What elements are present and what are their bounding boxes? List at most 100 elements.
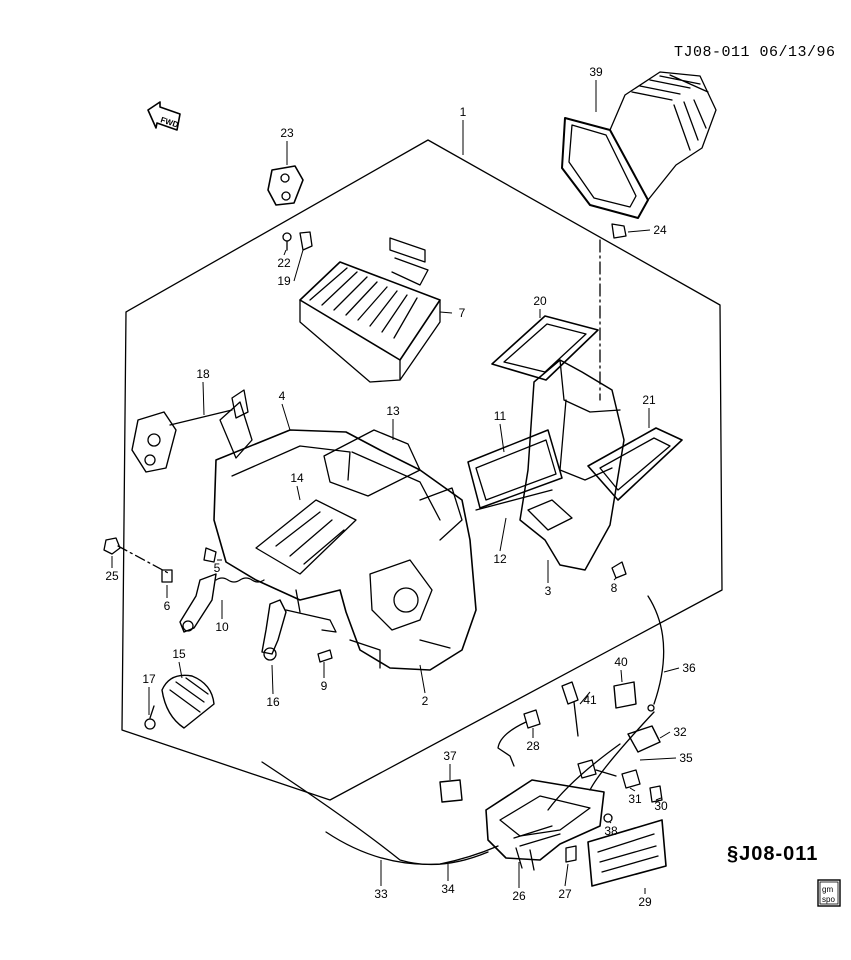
cable-33-icon	[261, 761, 489, 866]
actuator-18-icon	[131, 389, 253, 473]
callout-9: 9	[321, 679, 328, 693]
pin-9-icon	[317, 649, 333, 663]
callout-11: 11	[494, 409, 507, 423]
cable-36-icon	[647, 595, 665, 712]
leader-line-8	[613, 577, 617, 581]
leader-line-14	[296, 485, 301, 501]
cable-34-icon	[325, 831, 499, 866]
section-code: J08-011	[739, 843, 819, 865]
control-panel-29-icon	[587, 819, 667, 887]
callout-14: 14	[290, 471, 304, 485]
leader-line-36	[663, 667, 680, 673]
callout-23: 23	[280, 126, 294, 140]
section-code-symbol-icon: §	[727, 843, 740, 865]
bracket-37-icon	[439, 779, 463, 803]
callout-22: 22	[277, 256, 291, 270]
callout-13: 13	[386, 404, 400, 418]
callout-8: 8	[611, 581, 618, 595]
callout-26: 26	[512, 889, 526, 903]
callout-41: 41	[583, 693, 597, 707]
callout-21: 21	[642, 393, 656, 407]
svg-text:gm: gm	[822, 885, 833, 894]
nut-25-icon	[103, 537, 121, 555]
callout-31: 31	[628, 792, 642, 806]
callout-34: 34	[441, 882, 455, 896]
callout-30: 30	[654, 799, 668, 813]
callout-25: 25	[105, 569, 119, 583]
control-assembly-26-icon	[485, 779, 605, 871]
lever-16-icon	[261, 589, 337, 661]
callout-3: 3	[545, 584, 552, 598]
leader-line-2	[419, 664, 426, 694]
drawing-reference: TJ08-011 06/13/96	[674, 44, 836, 61]
callout-33: 33	[374, 887, 388, 901]
leader-line-24	[627, 229, 651, 233]
heater-core-7-icon	[299, 237, 441, 383]
callout-35: 35	[679, 751, 693, 765]
svg-text:spo: spo	[822, 895, 835, 904]
callout-28: 28	[526, 739, 540, 753]
screw-17-icon	[144, 705, 156, 730]
bulb-31-icon	[621, 769, 641, 789]
leader-line-27	[564, 863, 569, 887]
clip-19-icon	[299, 231, 313, 251]
leader-line-30	[655, 797, 662, 801]
leader-line-18	[202, 381, 205, 416]
socket-30-icon	[649, 785, 663, 803]
leader-line-31	[629, 787, 636, 792]
callout-1: 1	[460, 105, 467, 119]
knob-27-icon	[565, 845, 577, 863]
assembly-boundary	[121, 139, 723, 801]
callout-36: 36	[682, 661, 696, 675]
leader-line-12	[499, 517, 507, 552]
grommet-23-icon	[267, 165, 304, 206]
callout-19: 19	[277, 274, 291, 288]
leader-line-16	[271, 664, 274, 695]
callout-40: 40	[614, 655, 628, 669]
leader-line-19	[293, 249, 304, 282]
leader-line-40	[620, 669, 623, 683]
callout-16: 16	[266, 695, 280, 709]
gasket-20-icon	[491, 315, 599, 381]
bolt-24-icon	[611, 223, 627, 239]
connector-35-icon	[577, 759, 617, 779]
leader-line-41	[579, 691, 591, 705]
callout-20: 20	[533, 294, 547, 308]
callout-24: 24	[653, 223, 667, 237]
callout-10: 10	[215, 620, 229, 634]
callout-12: 12	[493, 552, 507, 566]
duct-39-icon	[561, 71, 717, 219]
callout-5: 5	[214, 561, 221, 575]
fwd-arrow-icon	[147, 101, 181, 131]
leader-line-32	[659, 731, 671, 739]
screw-38-icon	[603, 813, 613, 823]
callout-4: 4	[279, 389, 286, 403]
leader-line-7	[439, 311, 453, 314]
screw-22-icon	[282, 232, 292, 251]
harness-28-icon	[497, 709, 541, 767]
callout-2: 2	[422, 694, 429, 708]
clip-6-icon	[161, 569, 173, 583]
connector-40-icon	[613, 681, 637, 709]
callout-18: 18	[196, 367, 210, 381]
filter-21-icon	[587, 427, 683, 501]
leader-line-35	[639, 757, 677, 761]
heater-unit-2-icon	[213, 429, 477, 671]
leader-line-11	[499, 423, 505, 453]
callout-37: 37	[443, 749, 457, 763]
callout-6: 6	[164, 599, 171, 613]
callout-39: 39	[589, 65, 603, 79]
leader-line-38	[609, 821, 612, 824]
callout-7: 7	[459, 306, 466, 320]
clip-8-icon	[611, 561, 627, 579]
callout-38: 38	[604, 824, 618, 838]
callout-15: 15	[172, 647, 186, 661]
leader-line-4	[281, 403, 291, 431]
filter-element-11-icon	[467, 429, 563, 511]
cable-35-routing	[547, 743, 621, 811]
callout-32: 32	[673, 725, 687, 739]
alignment-line	[117, 545, 171, 575]
callout-29: 29	[638, 895, 652, 909]
leader-line-22	[283, 249, 287, 256]
